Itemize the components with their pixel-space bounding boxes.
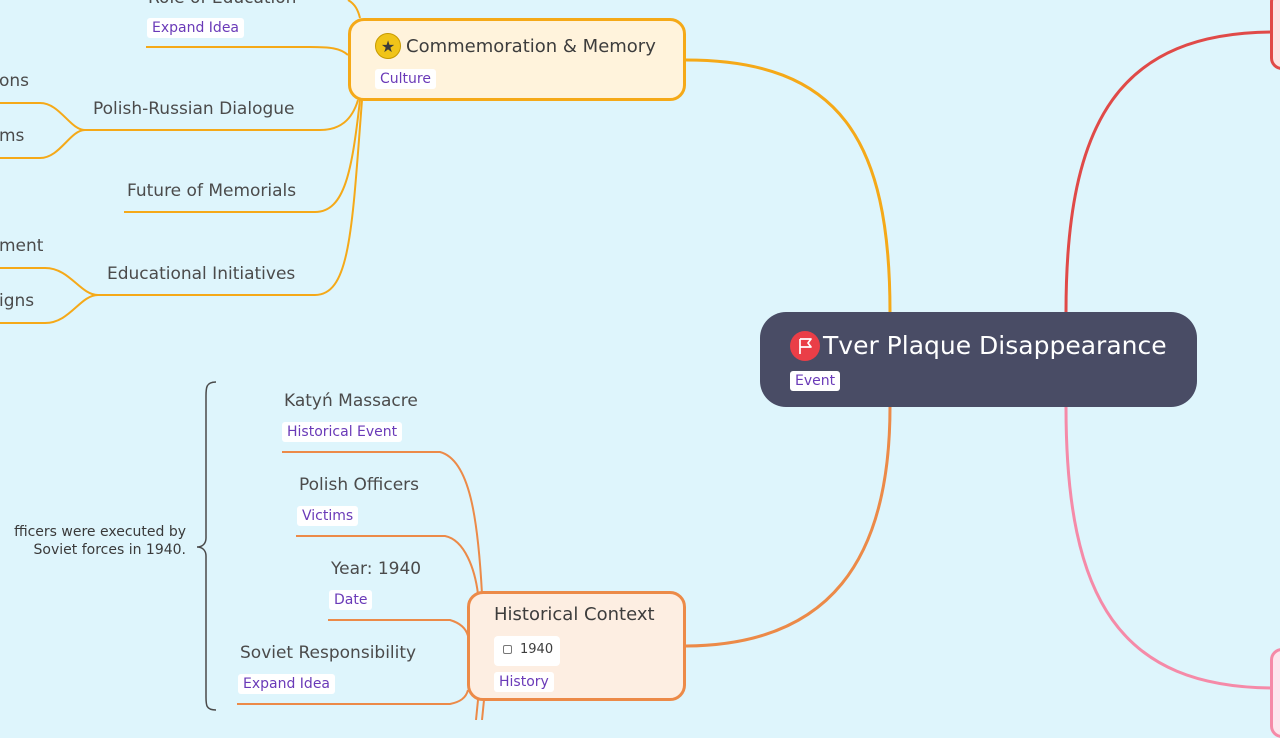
commemoration-title: Commemoration & Memory: [406, 36, 656, 57]
future-of-memorials-label[interactable]: Future of Memorials: [127, 181, 297, 201]
summary-text[interactable]: fficers were executed by Soviet forces i…: [14, 523, 186, 559]
polish-russian-dialogue-sub-2[interactable]: ms: [0, 126, 25, 146]
polish-russian-dialogue-label[interactable]: Polish-Russian Dialogue: [93, 99, 295, 119]
summary-bracket: [196, 381, 217, 711]
star-icon: ★: [375, 33, 401, 59]
polish-russian-dialogue-sub-1[interactable]: ons: [0, 71, 30, 91]
role-of-education-label[interactable]: Role of Education: [148, 0, 296, 8]
polish-officers-tag: Victims: [297, 506, 359, 526]
right-node-upper[interactable]: [1270, 0, 1280, 70]
summary-line-1: fficers were executed by: [14, 524, 186, 540]
right-node-lower[interactable]: [1270, 648, 1280, 738]
root-tag: Event: [790, 371, 841, 391]
katyn-massacre-label[interactable]: Katyń Massacre: [284, 391, 418, 411]
connector-root-commemoration: [685, 58, 892, 313]
year-1940-label[interactable]: Year: 1940: [331, 559, 422, 579]
historical-context-node[interactable]: Historical Context 1940 History: [467, 591, 686, 701]
katyn-massacre-tag: Historical Event: [282, 422, 403, 442]
educational-initiatives-sub-1[interactable]: ment: [0, 236, 44, 256]
connector-lines: [0, 0, 1276, 720]
soviet-responsibility-expand-tag[interactable]: Expand Idea: [238, 674, 336, 694]
calendar-icon: [503, 645, 512, 654]
educational-initiatives-label[interactable]: Educational Initiatives: [107, 264, 296, 284]
polish-officers-label[interactable]: Polish Officers: [299, 475, 419, 495]
connector-root-right-upper: [1064, 30, 1276, 313]
role-of-education-expand-tag[interactable]: Expand Idea: [147, 18, 245, 38]
date-chip-value: 1940: [520, 642, 554, 657]
root-title: Tver Plaque Disappearance: [823, 331, 1167, 360]
commemoration-tag: Culture: [375, 69, 436, 89]
historical-context-tag: History: [494, 672, 554, 692]
year-1940-tag: Date: [329, 590, 373, 610]
date-chip: 1940: [494, 636, 560, 666]
summary-line-2: Soviet forces in 1940.: [33, 542, 186, 558]
historical-context-title: Historical Context: [494, 604, 655, 625]
root-node[interactable]: Tver Plaque Disappearance Event: [760, 312, 1197, 407]
connector-root-history: [685, 406, 892, 648]
soviet-responsibility-label[interactable]: Soviet Responsibility: [240, 643, 417, 663]
flag-icon: [790, 331, 820, 361]
educational-initiatives-sub-2[interactable]: igns: [0, 291, 35, 311]
connector-root-right-lower: [1064, 406, 1276, 690]
commemoration-node[interactable]: ★ Commemoration & Memory Culture: [348, 18, 686, 101]
